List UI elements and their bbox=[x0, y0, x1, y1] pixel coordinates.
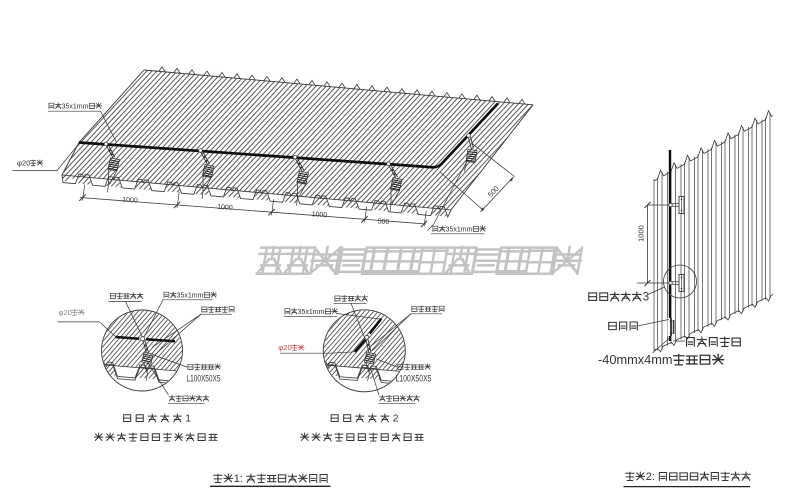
svg-text:1000: 1000 bbox=[637, 225, 646, 242]
svg-text:1000: 1000 bbox=[122, 196, 138, 204]
svg-text:1000: 1000 bbox=[311, 211, 327, 219]
svg-text:35x1mm: 35x1mm bbox=[446, 226, 473, 233]
svg-text:1000: 1000 bbox=[217, 204, 233, 212]
svg-text:35x1mm: 35x1mm bbox=[298, 309, 325, 316]
svg-text:35x1mm: 35x1mm bbox=[62, 103, 89, 110]
svg-text:500: 500 bbox=[377, 218, 389, 226]
svg-text:2:: 2: bbox=[646, 471, 655, 483]
svg-text:φ20: φ20 bbox=[59, 308, 72, 317]
svg-text:φ20: φ20 bbox=[17, 158, 30, 167]
svg-text:500: 500 bbox=[486, 184, 501, 199]
svg-text:35x1mm: 35x1mm bbox=[177, 292, 204, 299]
svg-text:3: 3 bbox=[643, 290, 649, 303]
svg-text:2: 2 bbox=[393, 414, 399, 425]
svg-text:-40mmx4mm: -40mmx4mm bbox=[598, 352, 672, 367]
svg-text:φ20: φ20 bbox=[278, 343, 291, 352]
svg-text:L100X50X5: L100X50X5 bbox=[187, 374, 221, 385]
svg-text:1: 1 bbox=[185, 414, 191, 425]
svg-text:L100X50X5: L100X50X5 bbox=[396, 374, 432, 385]
svg-text:1:: 1: bbox=[234, 473, 243, 485]
